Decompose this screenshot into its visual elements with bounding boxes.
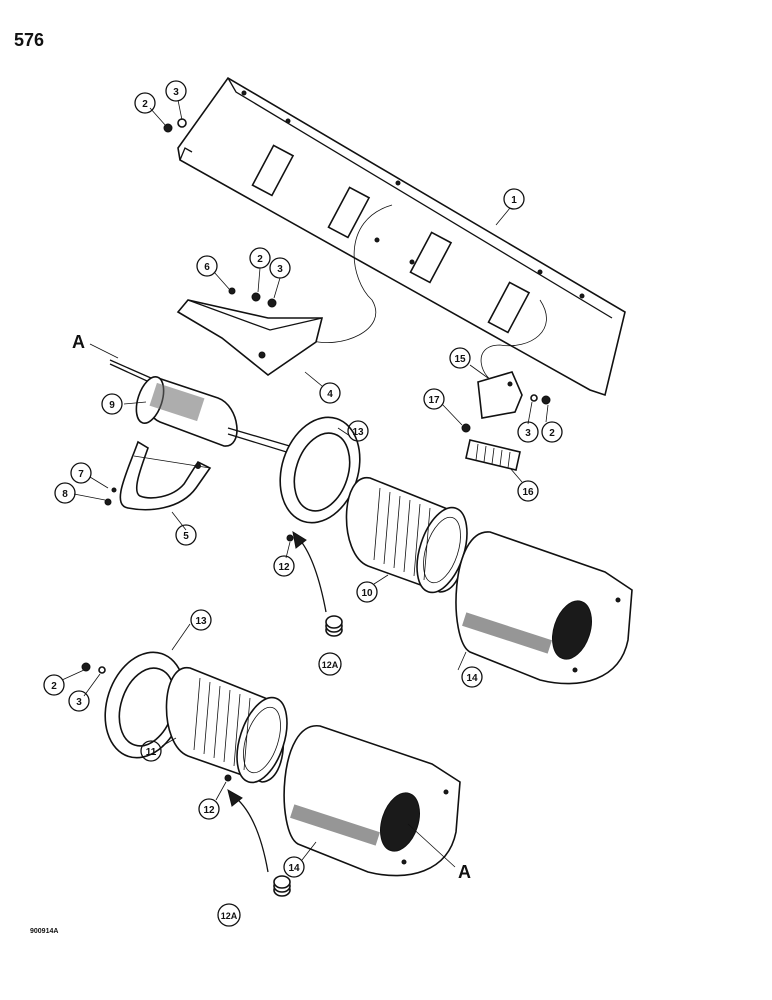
svg-text:14: 14 [288,863,300,874]
reference-letter-a-bottom: A [458,862,471,882]
svg-text:2: 2 [51,681,57,692]
callout-c-5: 5 [175,524,197,546]
spring-clip-part-12A-lower [273,875,291,897]
blower-wheel-part-11 [165,667,288,784]
callout-c-4: 4 [319,382,341,404]
figure-code: 900914A [30,928,59,935]
blower-housing-part-14-upper [455,531,633,685]
callout-c-11: 11 [140,740,162,762]
svg-text:12A: 12A [322,660,339,670]
callout-c-3c: 3 [517,421,539,443]
callout-c-12A-b: 12A [217,903,241,927]
svg-text:12: 12 [278,562,290,573]
callout-c-13b: 13 [190,609,212,631]
svg-text:12A: 12A [221,911,238,921]
svg-text:12: 12 [203,805,215,816]
callout-c-17: 17 [423,388,445,410]
motor-bracket-part-4 [176,299,324,376]
callout-c-15: 15 [449,347,471,369]
callout-c-1: 1 [503,188,525,210]
callout-c-9: 9 [101,393,123,415]
svg-text:2: 2 [142,99,148,110]
resistor-bracket-part-15 [477,371,523,419]
reference-letter-a-top: A [72,332,85,352]
callout-c-10: 10 [356,581,378,603]
callout-c-16: 16 [517,480,539,502]
callout-c-12b: 12 [198,798,220,820]
callout-c-2a: 2 [134,92,156,114]
svg-text:13: 13 [195,616,207,627]
svg-text:3: 3 [76,697,82,708]
callout-c-14b: 14 [283,856,305,878]
svg-text:8: 8 [62,489,68,500]
svg-text:7: 7 [78,469,84,480]
callout-c-6: 6 [196,255,218,277]
inlet-ring-part-13-upper [279,416,361,524]
svg-text:5: 5 [183,531,189,542]
svg-text:4: 4 [327,389,333,400]
resistor-part-16 [465,439,521,471]
mounting-plate-part-1 [177,76,626,397]
svg-text:17: 17 [428,395,440,406]
svg-text:15: 15 [454,354,466,365]
callout-c-2d: 2 [43,674,65,696]
svg-text:9: 9 [109,400,115,411]
callout-c-12a: 12 [273,555,295,577]
callout-c-13a: 13 [347,420,369,442]
callout-c-8: 8 [54,482,76,504]
svg-text:10: 10 [361,588,373,599]
svg-text:1: 1 [511,195,517,206]
callout-c-12A-a: 12A [318,652,342,676]
page-number: 576 [14,30,45,50]
callout-c-3b: 3 [269,257,291,279]
callout-c-3d: 3 [68,690,90,712]
svg-text:6: 6 [204,262,210,273]
callout-c-3a: 3 [165,80,187,102]
motor-strap-part-5 [119,440,212,511]
svg-text:2: 2 [257,254,263,265]
svg-text:2: 2 [549,428,555,439]
svg-text:11: 11 [146,747,157,758]
callout-c-2c: 2 [541,421,563,443]
spring-clip-part-12A-upper [325,615,343,637]
svg-text:3: 3 [525,428,531,439]
leader-lines [61,99,549,868]
callout-c-2b: 2 [249,247,271,269]
svg-text:3: 3 [277,264,283,275]
svg-text:14: 14 [466,673,478,684]
callout-c-14a: 14 [461,666,483,688]
svg-text:13: 13 [352,427,364,438]
blower-wheel-part-10 [345,477,468,594]
callout-c-7: 7 [70,462,92,484]
svg-text:16: 16 [522,487,534,498]
svg-text:3: 3 [173,87,179,98]
blower-housing-part-14-lower [283,725,461,877]
